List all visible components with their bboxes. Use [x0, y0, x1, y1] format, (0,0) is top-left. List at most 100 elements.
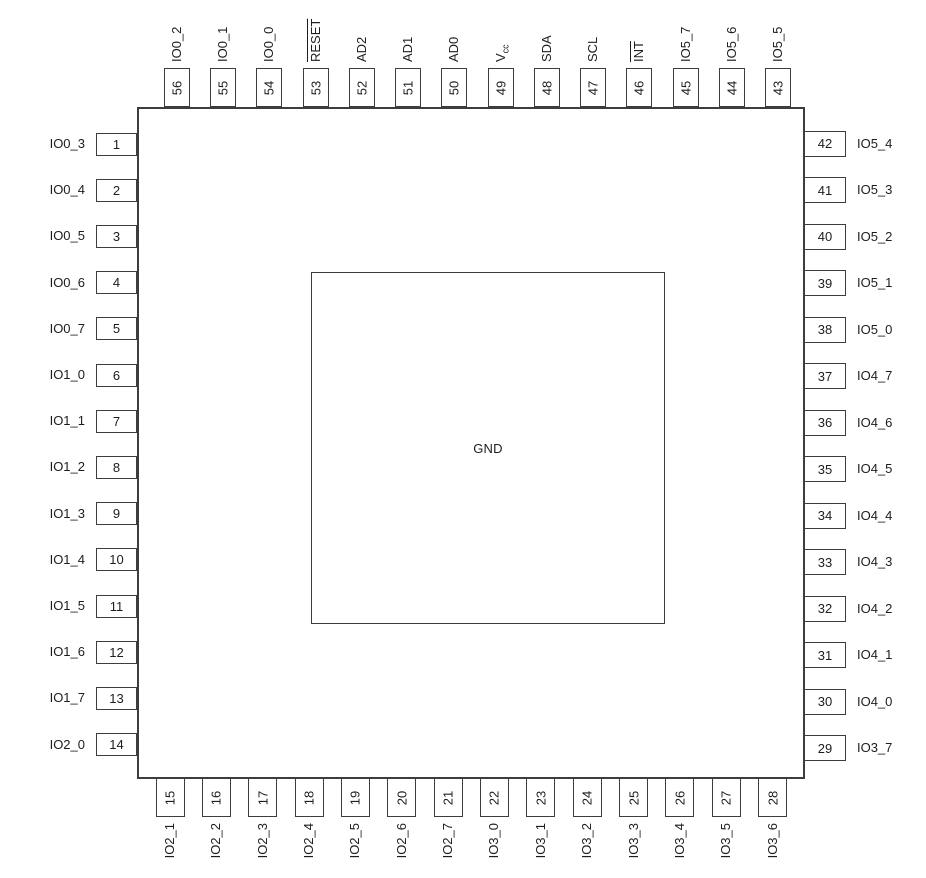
pin-number: 19	[347, 790, 363, 805]
pin-number: 13	[109, 690, 124, 706]
pin-number: 56	[169, 80, 185, 95]
pin-number: 43	[770, 80, 786, 95]
pin-label: IO1_2	[49, 459, 85, 475]
pin-box: 40	[804, 223, 846, 250]
pin-label: IO3_4	[671, 823, 687, 859]
pin-label: IO4_4	[857, 507, 893, 523]
pin-box: 44	[718, 68, 745, 107]
pin-number: 37	[817, 368, 833, 384]
pin-number: 1	[112, 136, 121, 152]
pin-number: 39	[817, 275, 833, 291]
pin-label: IO1_4	[49, 551, 85, 567]
pin-label: IO5_0	[857, 321, 893, 337]
pin-number: 12	[109, 644, 124, 660]
pin-box: 48	[533, 68, 560, 107]
pin-number: 16	[208, 790, 224, 805]
pin-label: SDA	[538, 35, 554, 62]
pin-label: RESET	[307, 18, 323, 62]
pin-box: 7	[96, 409, 137, 433]
pin-label: IO4_7	[857, 368, 893, 383]
pin-box: 46	[626, 68, 653, 107]
pin-label: IO5_2	[857, 228, 893, 244]
pin-number: 17	[255, 790, 271, 805]
pin-box: 28	[758, 778, 788, 817]
pin-label: IO1_7	[49, 690, 85, 706]
pin-number: 8	[112, 459, 121, 475]
pin-label: IO4_3	[857, 554, 893, 569]
pin-number: 44	[724, 80, 740, 95]
pin-box: 30	[804, 688, 846, 715]
pin-box: 27	[711, 778, 741, 817]
pin-label: IO0_0	[261, 26, 277, 62]
pin-label: IO0_7	[49, 320, 85, 336]
pin-number: 20	[394, 790, 410, 805]
pin-number: 7	[112, 413, 121, 429]
pin-box: 36	[804, 409, 846, 436]
pin-box: 49	[487, 68, 514, 107]
pin-label: IO4_1	[857, 647, 893, 662]
pin-number: 14	[109, 737, 124, 753]
pin-number: 55	[215, 80, 231, 95]
pin-box: 23	[526, 778, 556, 817]
pin-label: IO0_4	[49, 182, 85, 198]
pin-label: AD1	[400, 36, 416, 62]
pin-box: 32	[804, 595, 846, 622]
pin-number: 42	[817, 136, 833, 151]
pin-number: 32	[817, 601, 833, 616]
pin-number: 54	[261, 80, 277, 95]
pin-number: 52	[354, 80, 370, 95]
pin-number: 22	[486, 790, 502, 805]
pin-label: IO3_6	[764, 823, 780, 859]
pin-box: 51	[395, 68, 422, 107]
pin-label: IO3_7	[857, 740, 893, 755]
pin-label: IO1_1	[49, 413, 85, 429]
pin-label: IO5_3	[857, 182, 893, 197]
pin-label: IO1_5	[49, 598, 85, 613]
pin-label: IO2_5	[347, 823, 363, 859]
pin-box: 2	[96, 178, 137, 202]
pin-number: 46	[631, 80, 647, 95]
pin-box: 16	[201, 778, 231, 817]
pin-number: 5	[112, 321, 121, 337]
pin-box: 9	[96, 502, 137, 526]
pin-box: 12	[96, 640, 137, 664]
pin-label: IO0_1	[215, 26, 231, 62]
pin-number: 51	[400, 80, 416, 95]
pin-box: 41	[804, 177, 846, 203]
pin-box: 53	[302, 68, 329, 107]
pin-box: 5	[96, 317, 137, 341]
pin-box: 19	[340, 778, 370, 817]
pin-label: Vcc	[492, 44, 511, 62]
pin-label: IO2_3	[254, 823, 270, 859]
pin-box: 11	[96, 594, 137, 618]
pin-box: 35	[804, 456, 846, 482]
pin-box: 50	[441, 68, 468, 107]
pin-label: IO2_0	[49, 736, 85, 752]
pin-box: 24	[572, 778, 602, 817]
pin-label: IO4_2	[857, 600, 893, 616]
chip-body	[137, 107, 805, 779]
pin-label: AD2	[353, 36, 369, 62]
pin-box: 25	[619, 778, 648, 817]
pin-box: 29	[804, 735, 846, 761]
pin-label: IO3_2	[579, 823, 595, 859]
pin-number: 28	[765, 790, 781, 805]
pin-number: 53	[308, 80, 324, 95]
pin-number: 35	[817, 461, 833, 477]
pin-number: 41	[817, 182, 833, 198]
pin-number: 36	[817, 415, 833, 430]
pin-box: 3	[96, 224, 137, 248]
pin-number: 4	[112, 275, 121, 291]
pin-label: IO0_3	[49, 136, 85, 151]
pin-box: 20	[387, 778, 417, 817]
pin-label: IO0_6	[49, 274, 85, 290]
pin-number: 9	[112, 506, 121, 522]
pin-number: 47	[585, 80, 601, 95]
pin-label: IO4_5	[857, 461, 893, 476]
pin-number: 6	[112, 367, 121, 383]
pin-number: 26	[672, 790, 688, 805]
pin-number: 2	[112, 182, 121, 198]
pin-number: 24	[579, 790, 595, 805]
pin-number: 18	[301, 790, 317, 805]
pin-box: 15	[155, 778, 185, 817]
